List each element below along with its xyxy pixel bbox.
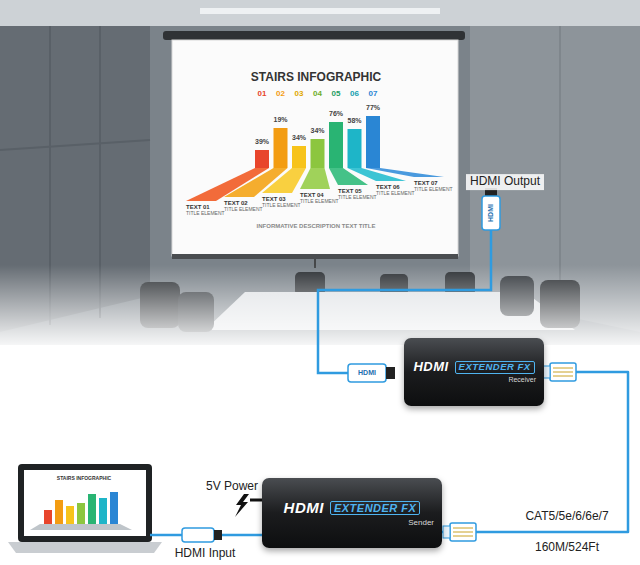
percent-value: 58% xyxy=(347,117,361,125)
step-column xyxy=(329,122,343,168)
plug-label: HDMI xyxy=(487,204,495,222)
step-ribbon xyxy=(366,168,444,177)
step-caption: TITLE ELEMENT xyxy=(262,203,301,209)
mini-column xyxy=(44,510,52,524)
ceiling-light xyxy=(200,8,440,14)
step-number: 02 xyxy=(276,89,285,98)
step-caption: TITLE ELEMENT xyxy=(414,187,453,193)
step-caption: TITLE ELEMENT xyxy=(376,191,415,197)
mini-column xyxy=(66,506,74,524)
step-label: TEXT 06 xyxy=(376,184,400,191)
extender-box: HDMI EXTENDER FX Sender xyxy=(262,478,442,548)
step-column xyxy=(255,150,269,168)
brand-logo: HDMI xyxy=(284,499,324,516)
rj45-tip xyxy=(443,526,450,538)
hdmi-plug xyxy=(348,364,386,382)
cable-length: 160M/524Ft xyxy=(535,541,599,555)
step-label: TEXT 07 xyxy=(414,180,438,187)
power-cable xyxy=(250,499,262,502)
port-label: HDMI Input xyxy=(175,547,236,561)
model-badge: EXTENDER FX xyxy=(330,501,421,516)
step-number: 05 xyxy=(332,89,341,98)
step-column xyxy=(348,129,362,168)
plug-label: HDMI xyxy=(358,369,376,377)
hdmi-cable xyxy=(222,534,262,537)
unit-name: Sender xyxy=(270,518,434,527)
mini-column xyxy=(99,498,107,524)
mini-ribbon xyxy=(30,524,132,530)
rj45-plug xyxy=(550,363,576,381)
step-number: 03 xyxy=(295,89,304,98)
step-ribbon xyxy=(262,168,306,193)
step-number: 06 xyxy=(350,89,359,98)
percent-value: 39% xyxy=(255,138,269,146)
step-column xyxy=(366,116,380,168)
unit-name: Receiver xyxy=(412,376,536,384)
power-label: 5V Power xyxy=(206,480,258,494)
step-label: TEXT 02 xyxy=(224,200,248,207)
hdmi-plug xyxy=(182,528,214,542)
laptop-screen xyxy=(24,470,146,536)
rj45-tip xyxy=(543,366,550,378)
step-number: 01 xyxy=(258,89,267,98)
hdmi-plug xyxy=(482,196,500,230)
rj45-contacts xyxy=(553,368,573,376)
step-caption: TITLE ELEMENT xyxy=(186,211,225,217)
hdmi-cable xyxy=(150,534,182,537)
laptop-lid xyxy=(18,464,152,542)
percent-value: 77% xyxy=(366,104,380,112)
plug-tip xyxy=(214,530,222,540)
brand-logo: HDMI xyxy=(413,360,448,375)
rj45-plug xyxy=(450,523,476,541)
model-badge: EXTENDER FX xyxy=(455,361,535,374)
step-column xyxy=(274,128,288,168)
step-column xyxy=(311,139,325,168)
screen-title: STAIRS INFOGRAPHIC xyxy=(57,476,111,482)
mini-column xyxy=(88,494,96,524)
wall-panel-line xyxy=(0,140,150,150)
step-caption: TITLE ELEMENT xyxy=(338,195,377,201)
description-title: INFORMATIVE DESCRIPTION TEXT TITLE xyxy=(257,223,376,230)
ceiling xyxy=(0,0,640,26)
percent-value: 34% xyxy=(292,134,306,142)
extender-box: HDMI EXTENDER FX Receiver xyxy=(404,338,544,406)
step-column xyxy=(292,146,306,168)
step-label: TEXT 04 xyxy=(300,192,324,199)
mini-column xyxy=(55,500,63,524)
infographic-title: STAIRS INFOGRAPHIC xyxy=(251,71,381,85)
mini-column xyxy=(77,503,85,524)
screen-bar xyxy=(172,254,458,259)
power-bolt xyxy=(235,494,249,517)
rj45-contacts xyxy=(453,528,473,536)
projection-screen xyxy=(172,40,458,256)
step-number: 04 xyxy=(313,89,322,98)
step-number: 07 xyxy=(369,89,378,98)
step-caption: TITLE ELEMENT xyxy=(224,207,263,213)
mini-column xyxy=(110,492,118,524)
step-label: TEXT 05 xyxy=(338,188,362,195)
step-label: TEXT 03 xyxy=(262,196,286,203)
photo-fade xyxy=(0,265,640,351)
white-ground xyxy=(0,350,640,565)
step-label: TEXT 01 xyxy=(186,204,210,211)
percent-value: 34% xyxy=(310,127,324,135)
cable-spec: CAT5/5e/6/6e/7 xyxy=(525,510,608,524)
port-label: HDMI Output xyxy=(466,174,544,190)
laptop-base xyxy=(8,542,162,553)
step-ribbon xyxy=(300,168,330,189)
step-caption: TITLE ELEMENT xyxy=(300,199,339,205)
percent-value: 76% xyxy=(329,110,343,118)
percent-value: 19% xyxy=(273,116,287,124)
screen-roller xyxy=(163,31,465,40)
plug-tip xyxy=(386,367,395,379)
